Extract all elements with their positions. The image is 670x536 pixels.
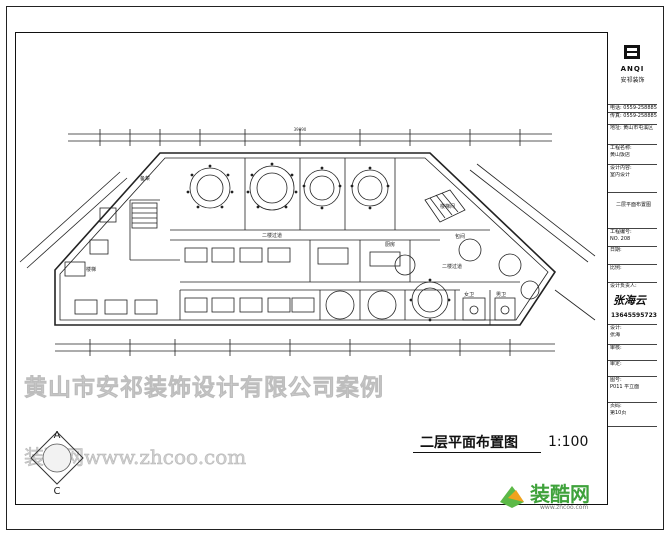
label-corridor-a: 二楼过道 (262, 232, 282, 239)
company-logo: ANQI 安祁装饰 (608, 32, 657, 100)
title-underline (413, 452, 541, 453)
label-stairs: 楼梯 (86, 266, 96, 273)
tb-project-value: 黄山饭店 (610, 152, 631, 158)
company-watermark: 黄山市安祁装饰设计有限公司案例 (24, 374, 384, 402)
tb-sheet-value: P011 平立面 (610, 384, 640, 390)
tb-phone-2: 传真: 0559-2588855 (608, 112, 657, 119)
label-toilet-women: 女卫 (464, 291, 474, 298)
total-dimension: 39090 (294, 127, 307, 132)
zhcoo-brand-logo-icon (500, 486, 524, 508)
label-toilet-men: 男卫 (496, 292, 506, 298)
tb-empty-row (608, 426, 657, 427)
tb-scale-label: 比例: (608, 264, 657, 271)
logo-chinese: 安祁装饰 (620, 77, 645, 84)
tb-project-label: 工程名称: (608, 144, 657, 151)
label-corridor-b: 二楼过道 (442, 263, 462, 270)
tb-check-label: 审核: (608, 344, 657, 351)
logo-english: ANQI (620, 65, 645, 73)
title-block: ANQI 安祁装饰 电话: 0559-2588855 传真: 0559-2588… (607, 32, 657, 505)
tb-design-value: 室内设计 (610, 172, 631, 178)
label-stair-room: 楼梯间 (440, 203, 455, 210)
tb-draw-label: 设计: (608, 324, 657, 331)
designer-signature: 张海云 (613, 294, 646, 307)
drawing-sheet (6, 6, 664, 530)
tb-page-label: 页码: (608, 402, 657, 409)
tb-phone-1: 电话: 0559-2588855 (608, 104, 657, 111)
tb-designer-label: 设计负责人: (608, 282, 657, 289)
label-vip: 包间 (455, 233, 465, 240)
tb-number-value: NO. 208 (610, 236, 631, 242)
tb-page-value: 第10页 (610, 410, 627, 416)
label-kitchen: 厨房 (385, 241, 395, 248)
tb-drawing-name: 二层平面布置图 (608, 192, 657, 222)
tb-sheet-label: 图号: (608, 376, 657, 383)
drawing-scale: 1:100 (548, 434, 589, 450)
tb-approve-label: 审定: (608, 360, 657, 367)
section-marker: A C (30, 430, 84, 497)
brand-name: 装酷网 (530, 482, 590, 506)
anqi-logo-icon (624, 45, 640, 59)
brand-url: www.zhcoo.com (540, 504, 589, 511)
designer-phone: 13645595723 (611, 312, 657, 319)
tb-address: 地址: 黄山市屯溪区 (608, 124, 657, 131)
tb-draw-value: 张海 (610, 332, 621, 338)
label-service: 备菜 (140, 175, 150, 182)
marker-letter-a: A (54, 430, 61, 441)
tb-number-label: 工程编号: (608, 228, 657, 235)
marker-letter-c: C (54, 486, 61, 497)
tb-design-label: 设计内容: (608, 164, 657, 171)
tb-date-label: 日期: (608, 246, 657, 253)
drawing-title: 二层平面布置图 (420, 435, 518, 451)
